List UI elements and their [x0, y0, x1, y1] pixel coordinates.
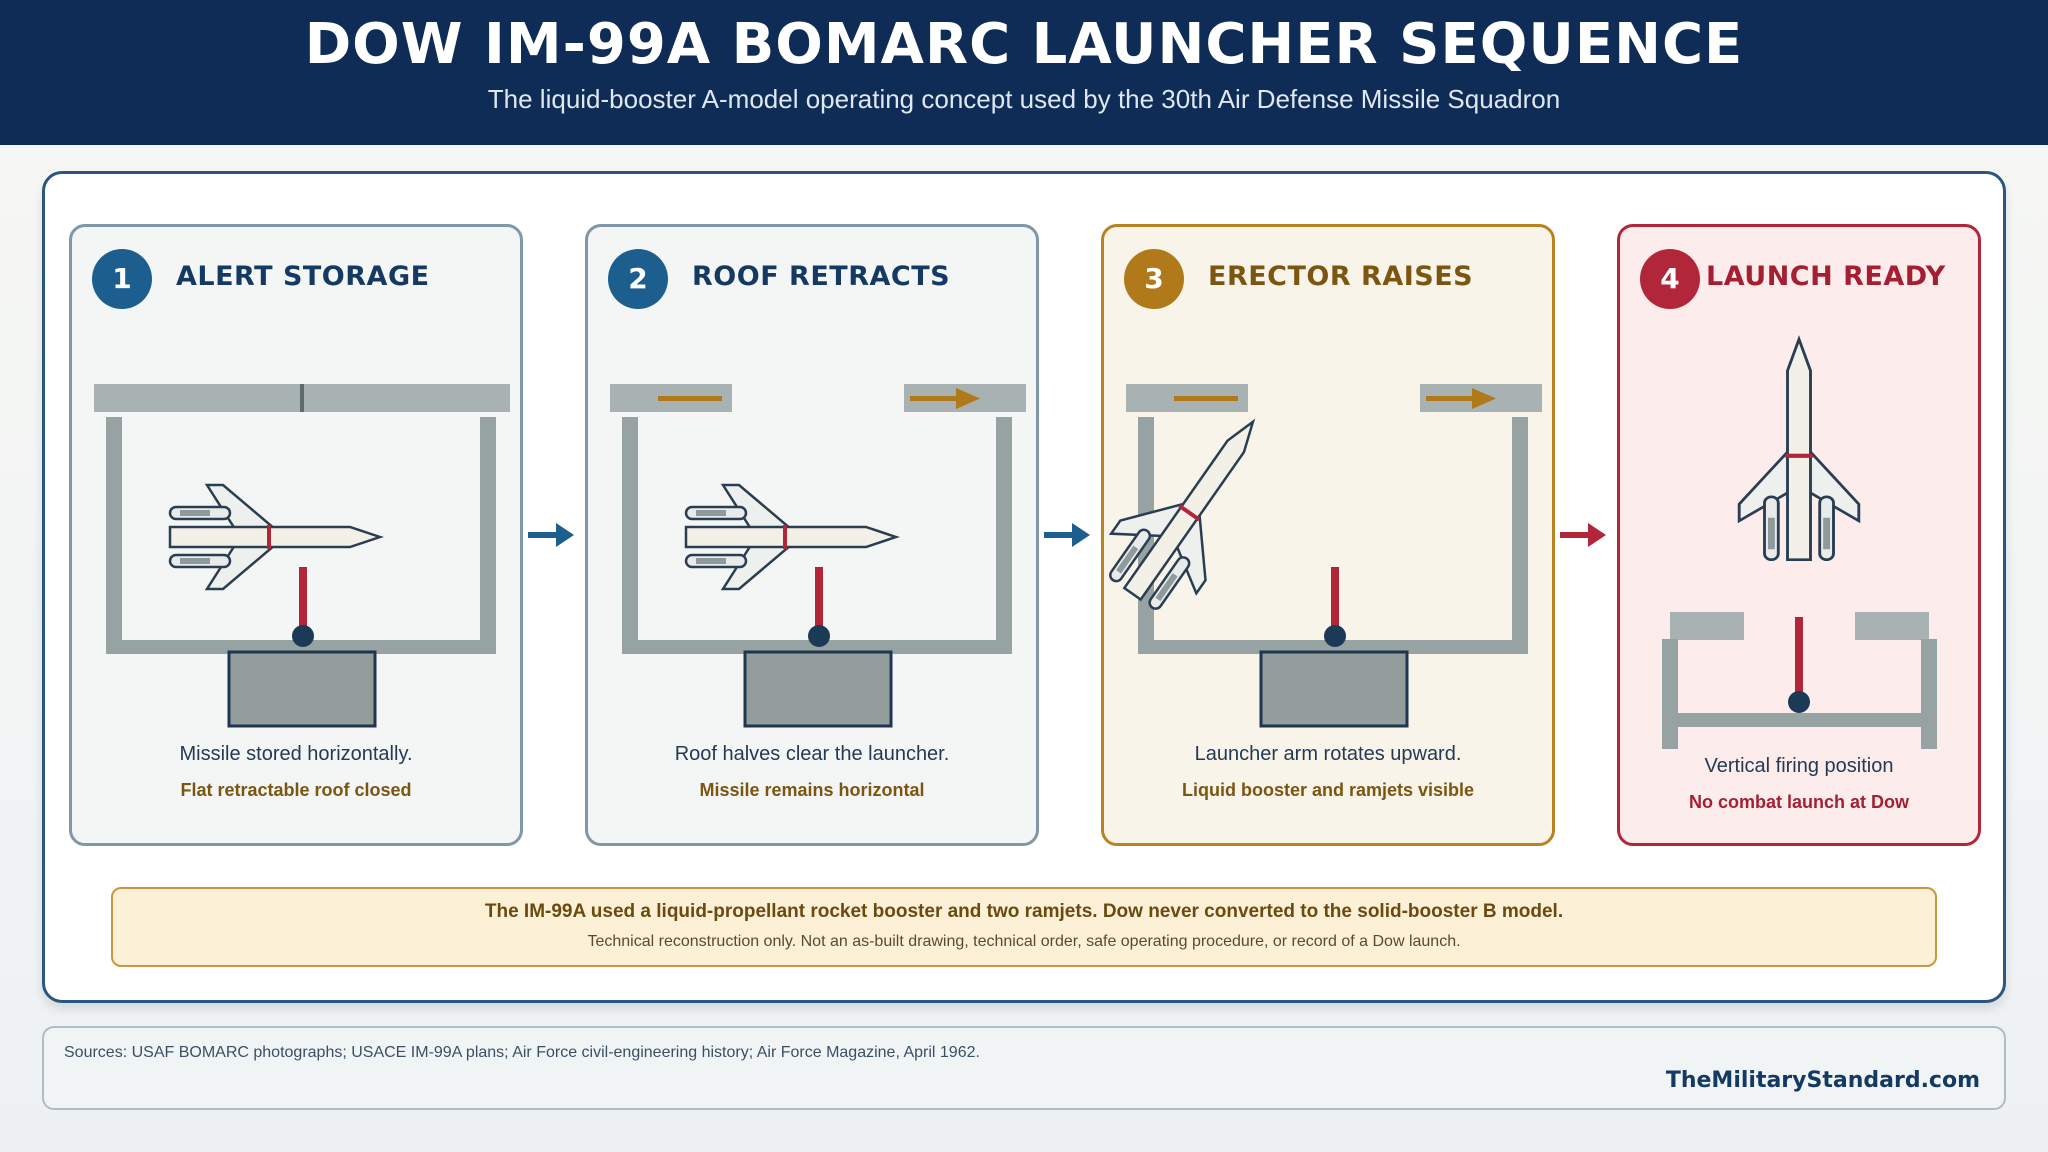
step-card-erector-raises: 3 ERECTOR RAISES Launcher arm rotates up…: [1101, 224, 1555, 846]
note-disclaimer-text: Technical reconstruction only. Not an as…: [587, 933, 1461, 950]
missile-icon: [168, 483, 382, 591]
arrow-right-icon: [1560, 520, 1606, 550]
step-card-launch-ready: 4 LAUNCH READY Vertical firing position …: [1617, 224, 1981, 846]
step-note: Flat retractable roof closed: [180, 780, 412, 800]
step-title: ALERT STORAGE: [176, 261, 430, 292]
footer: Sources: USAF BOMARC photographs; USACE …: [42, 1026, 2006, 1110]
missile-icon: [1104, 390, 1297, 625]
step-number-badge: 3: [1124, 249, 1184, 309]
launcher-shelter-illustration: [610, 384, 1026, 728]
step-number-badge: 1: [92, 249, 152, 309]
step-caption: Roof halves clear the launcher.: [674, 743, 950, 765]
brand-link[interactable]: TheMilitaryStandard.com: [1665, 1068, 1980, 1093]
step-number-badge: 4: [1640, 249, 1700, 309]
arrow-right-icon: [1044, 520, 1090, 550]
step-note: Liquid booster and ramjets visible: [1181, 780, 1475, 800]
sources-text: Sources: USAF BOMARC photographs; USACE …: [64, 1044, 980, 1061]
roof-open-arrow-icon: [910, 388, 980, 409]
step-caption: Vertical firing position: [1704, 755, 1894, 777]
technical-note-box: The IM-99A used a liquid-propellant rock…: [111, 887, 1937, 967]
header-banner: DOW IM-99A BOMARC LAUNCHER SEQUENCE The …: [0, 0, 2048, 145]
roof-open-arrow-icon: [1426, 388, 1496, 409]
page-title: DOW IM-99A BOMARC LAUNCHER SEQUENCE: [304, 12, 1744, 77]
step-note: Missile remains horizontal: [699, 780, 925, 800]
arrow-right-icon: [528, 520, 574, 550]
step-note: No combat launch at Dow: [1688, 792, 1910, 812]
step-title: ERECTOR RAISES: [1208, 261, 1474, 292]
missile-icon: [684, 483, 898, 591]
step-card-roof-retracts: 2 ROOF RETRACTS Roof halves clear the la…: [585, 224, 1039, 846]
missile-icon: [1737, 337, 1861, 562]
launcher-shelter-illustration: [1104, 384, 1542, 728]
launcher-shelter-illustration: [1662, 337, 1937, 749]
launcher-shelter-illustration: [94, 384, 510, 728]
step-title: ROOF RETRACTS: [692, 261, 951, 292]
step-number-badge: 2: [608, 249, 668, 309]
step-title: LAUNCH READY: [1706, 261, 1946, 292]
note-main-text: The IM-99A used a liquid-propellant rock…: [484, 901, 1564, 922]
page-subtitle: The liquid-booster A-model operating con…: [487, 84, 1561, 114]
step-card-alert-storage: 1 ALERT STORAGE Missile stored horizonta…: [69, 224, 523, 846]
step-caption: Launcher arm rotates upward.: [1194, 743, 1462, 765]
step-caption: Missile stored horizontally.: [179, 743, 413, 765]
